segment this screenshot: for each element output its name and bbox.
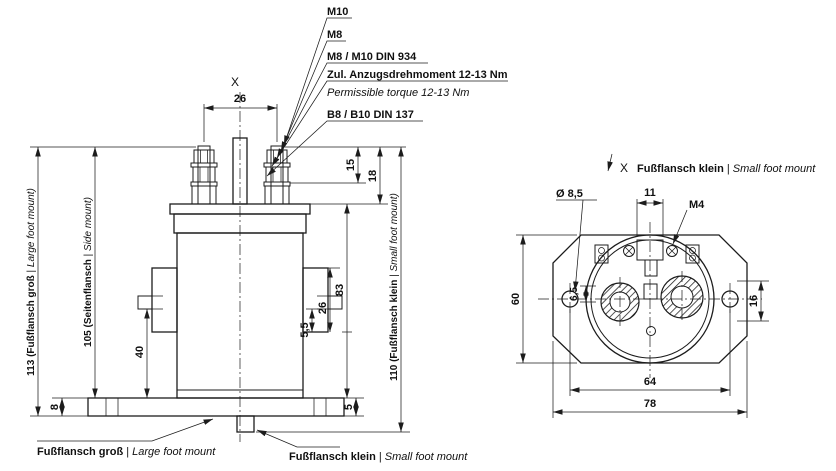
dim-78-label: 78 bbox=[644, 398, 656, 410]
dimension-6-5 bbox=[580, 285, 596, 303]
dimension-16 bbox=[737, 280, 769, 322]
dim-40-label: 40 bbox=[134, 346, 146, 358]
large-foot-flange bbox=[87, 397, 345, 417]
hole-dia-leader bbox=[556, 199, 597, 291]
center-detail-pin bbox=[646, 326, 656, 336]
device-body bbox=[87, 137, 345, 433]
dim-6-5-label: 6,5 bbox=[569, 287, 580, 301]
dim-5-label: 5 bbox=[343, 404, 355, 410]
dim-26-side-label: 26 bbox=[317, 302, 329, 314]
dim-64-label: 64 bbox=[644, 376, 657, 388]
dimension-terminal-spacing bbox=[203, 104, 278, 142]
callout-din137: B8 / B10 DIN 137 bbox=[327, 109, 414, 121]
side-mount-brackets bbox=[137, 267, 343, 333]
callout-m10: M10 bbox=[327, 6, 348, 18]
dimension-64 bbox=[569, 309, 731, 396]
view-title: Fußflansch klein | Small foot mount bbox=[637, 163, 816, 175]
dimension-78 bbox=[552, 341, 748, 418]
dim-5-5-label: 5,5 bbox=[299, 322, 311, 337]
dimension-60 bbox=[516, 234, 577, 364]
label-small-foot-mount: Fußflansch klein | Small foot mount bbox=[289, 451, 468, 463]
dim-hole-dia-label: Ø 8,5 bbox=[556, 188, 583, 200]
aux-connector-right bbox=[685, 244, 700, 264]
dimension-left-stack bbox=[30, 146, 196, 417]
view-ref-x: X bbox=[620, 161, 628, 175]
mounting-flange-outline bbox=[552, 234, 748, 364]
view-direction-arrow-icon bbox=[607, 153, 613, 172]
terminal-stud-left bbox=[190, 145, 218, 205]
callout-torque-de: Zul. Anzugsdrehmoment 12-13 Nm bbox=[327, 69, 508, 81]
dim-60-label: 60 bbox=[510, 293, 522, 305]
dim-11-label: 11 bbox=[644, 187, 656, 199]
center-detail-block bbox=[643, 283, 658, 300]
m4-label: M4 bbox=[689, 199, 705, 211]
foot-label-leaders bbox=[37, 418, 340, 448]
dim-8-label: 8 bbox=[49, 404, 61, 410]
side-view: M10 M8 M8 / M10 DIN 934 Zul. Anzugsdrehm… bbox=[26, 6, 508, 463]
dim-83-label: 83 bbox=[334, 284, 346, 296]
m4-leader bbox=[672, 209, 688, 245]
dim-15-label: 15 bbox=[345, 159, 357, 171]
dim-16-label: 16 bbox=[748, 295, 760, 307]
front-view: X Fußflansch klein | Small foot mount bbox=[510, 153, 816, 418]
callout-din934: M8 / M10 DIN 934 bbox=[327, 51, 417, 63]
aux-connector-left bbox=[594, 244, 609, 264]
dim-113-label: 113 (Fußflansch groß | Large foot mount) bbox=[26, 188, 37, 376]
callout-torque-en: Permissible torque 12-13 Nm bbox=[327, 87, 469, 99]
dimension-11 bbox=[636, 199, 664, 237]
axis-label-x: X bbox=[231, 75, 239, 89]
dimension-right-stack bbox=[144, 146, 410, 433]
callout-leaders bbox=[266, 17, 508, 177]
small-foot-tab bbox=[236, 415, 255, 433]
label-large-foot-mount: Fußflansch groß | Large foot mount bbox=[37, 446, 216, 458]
top-connector-block bbox=[623, 239, 678, 277]
dim-105-label: 105 (Seitenflansch | Side mount) bbox=[83, 197, 94, 347]
dim-18-label: 18 bbox=[367, 170, 379, 182]
dim-110-label: 110 (Fußflansch klein | Small foot mount… bbox=[389, 193, 400, 381]
callout-m8: M8 bbox=[327, 29, 342, 41]
dim-26-top-label: 26 bbox=[234, 93, 246, 105]
